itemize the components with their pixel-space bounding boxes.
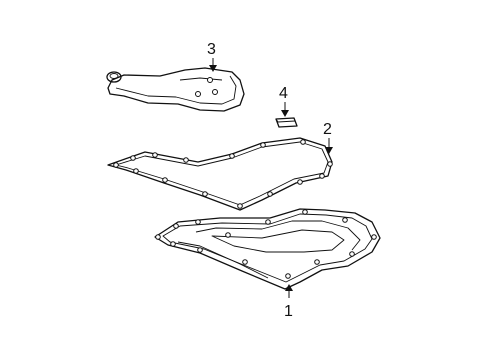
callout-label-2: 2	[323, 121, 332, 138]
part-4-magnet[interactable]	[275, 117, 298, 128]
callout-label-1: 1	[284, 303, 293, 320]
callout-3: 3	[207, 41, 217, 72]
arrow-down-icon	[209, 65, 217, 72]
arrow-down-icon	[281, 110, 289, 117]
arrow-down-icon	[325, 147, 333, 154]
arrow-up-icon	[285, 284, 293, 291]
callout-label-4: 4	[279, 85, 288, 102]
part-2-gasket[interactable]	[107, 137, 333, 211]
part-1-oil-pan[interactable]	[154, 208, 381, 290]
part-3-filter[interactable]	[106, 67, 245, 112]
callout-2: 2	[323, 121, 333, 154]
callout-4: 4	[279, 85, 289, 117]
filter-neck	[106, 71, 122, 83]
callout-1: 1	[284, 284, 293, 320]
callout-label-3: 3	[207, 41, 216, 58]
